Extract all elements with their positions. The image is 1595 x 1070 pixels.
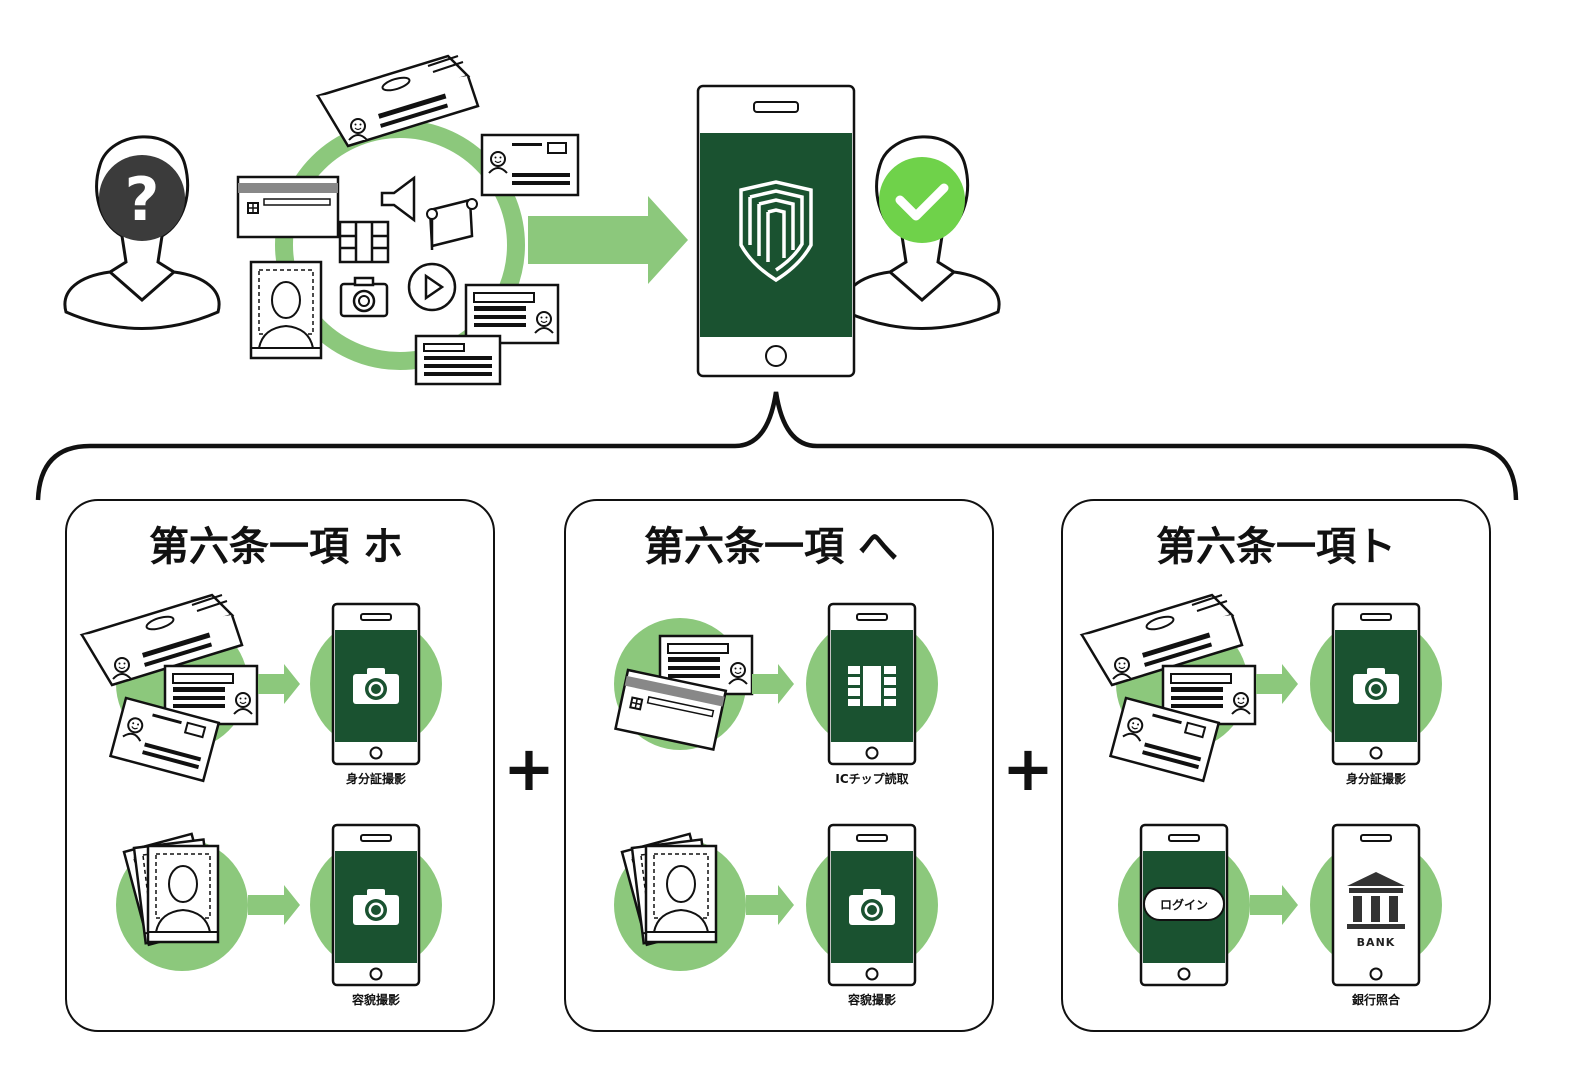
- license-card-icon: [466, 285, 558, 343]
- id-card-icon: [482, 135, 578, 195]
- plus-sign: +: [1002, 732, 1054, 805]
- panel-title: 第六条一項 ホ: [149, 524, 403, 570]
- shield-logo-icon: [739, 180, 813, 283]
- login-label: ログイン: [1160, 897, 1208, 912]
- panel-title: 第六条一項 へ: [644, 524, 898, 570]
- step-caption: 容貌撮影: [351, 992, 400, 1007]
- panel-1: 第六条一項 ホ 身分証撮影 容貌撮影: [65, 499, 495, 1032]
- big-arrow-icon: [528, 196, 688, 284]
- panel-3: 第六条一項ト 身分証撮影 ログイン: [1061, 499, 1491, 1032]
- panel-title: 第六条一項ト: [1156, 524, 1396, 570]
- bank-phone: BANK: [1331, 823, 1421, 987]
- step-caption: 銀行照合: [1351, 992, 1401, 1007]
- step-caption: ICチップ読取: [835, 771, 908, 786]
- check-icon: [879, 157, 965, 243]
- panel-2: 第六条一項 へ ICチップ読取 容貌撮影: [564, 499, 994, 1032]
- photo-id-icon: [249, 260, 323, 360]
- step-caption: 身分証撮影: [346, 771, 406, 786]
- unknown-user-icon: ?: [63, 135, 221, 330]
- ic-chip-icon: [338, 220, 390, 264]
- main-phone: [696, 84, 856, 378]
- bank-icon: [1347, 872, 1405, 929]
- login-button-icon: [1143, 887, 1225, 921]
- question-mark-icon: [99, 155, 185, 241]
- svg-text:?: ?: [125, 165, 160, 235]
- speaker-icon: [380, 175, 416, 223]
- credit-card-icon: [236, 175, 340, 239]
- plus-sign: +: [503, 732, 555, 805]
- bracket-divider: [35, 391, 1519, 501]
- camera-icon: [339, 276, 389, 318]
- document-icon: [414, 334, 502, 386]
- scroll-icon: [426, 198, 478, 250]
- play-icon: [407, 262, 457, 312]
- step-caption: 身分証撮影: [1346, 771, 1406, 786]
- step-caption: 容貌撮影: [847, 992, 896, 1007]
- verified-user-icon: [843, 135, 1001, 330]
- bank-label: BANK: [1357, 936, 1396, 949]
